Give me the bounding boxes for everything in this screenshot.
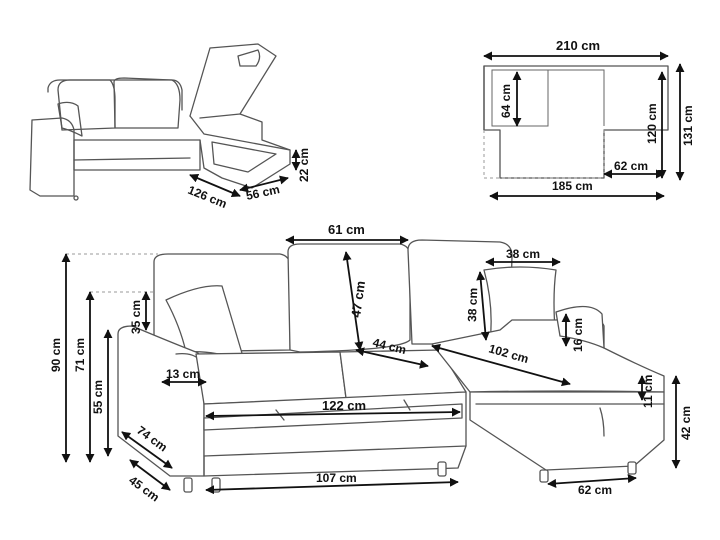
dim-side-depth: 45 cm: [126, 473, 162, 504]
small-left-arm: [29, 117, 75, 197]
dim-base-width: 107 cm: [316, 471, 357, 485]
small-bed-rail: [73, 157, 191, 161]
dim-chaise-height: 42 cm: [679, 406, 693, 440]
dim-line-back-cushion-height: [342, 251, 364, 351]
foot-4: [539, 469, 549, 483]
sofa-plinth: [203, 445, 467, 477]
small-chaise-arm: [239, 113, 291, 151]
dim-arm-width: 13 cm: [166, 367, 200, 381]
dim-line-seat-depth: [355, 347, 429, 369]
dim-chaise-base-width: 62 cm: [578, 483, 612, 497]
storage-open-view: [29, 43, 291, 201]
dim-sleeping-height: 55 cm: [91, 380, 105, 414]
dim-pillow-width: 38 cm: [506, 247, 540, 261]
main-sofa-view: [66, 239, 665, 493]
dim-line-pillow-height: [476, 271, 490, 341]
dim-top-chaise-width: 62 cm: [614, 159, 648, 173]
small-pillow: [57, 101, 83, 137]
dim-top-chaise-length: 120 cm: [645, 103, 659, 144]
dim-armrest-height: 71 cm: [73, 338, 87, 372]
dim-top-back-depth: 64 cm: [499, 84, 513, 118]
dim-storage-height: 11 cm: [641, 375, 655, 408]
foot-3: [437, 461, 447, 477]
plan-bed-extension: [483, 130, 604, 179]
dim-top-main-width: 185 cm: [552, 179, 593, 193]
small-chaise-base: [189, 115, 291, 189]
dim-line-small-depth: [189, 173, 241, 198]
dim-small-storage-height: 22 cm: [297, 148, 311, 182]
dim-line-bed-length: [205, 407, 461, 421]
plan-seat-1: [491, 69, 549, 127]
plan-seat-2: [548, 69, 605, 126]
dim-back-cushion-width: 61 cm: [328, 222, 365, 237]
small-seat-front: [73, 139, 201, 171]
dim-small-depth: 126 cm: [186, 183, 229, 211]
dim-line-chaise-base-width: [547, 474, 637, 488]
chaise-strap: [599, 407, 605, 437]
foot-1: [183, 477, 193, 493]
dim-back-cushion-height: 47 cm: [348, 280, 368, 319]
dim-armrest-over-seat: 16 cm: [571, 318, 585, 352]
small-dimensions: 126 cm 56 cm 22 cm: [186, 148, 311, 211]
small-lid-cushion: [237, 49, 261, 67]
dim-line-base-width: [205, 477, 459, 495]
small-back-cushion-left: [57, 79, 116, 131]
back-cushion-middle: [287, 243, 411, 353]
small-storage-well: [211, 141, 277, 173]
dim-top-total-width: 210 cm: [556, 38, 600, 53]
dim-pillow-height: 38 cm: [465, 288, 480, 322]
dim-line-side-depth: [129, 459, 171, 491]
small-back-cushion-right: [113, 77, 181, 129]
dim-line-chaise-length: [431, 343, 571, 387]
small-open-lid: [189, 43, 277, 119]
dim-total-height: 90 cm: [49, 338, 63, 372]
dim-small-chaise-width: 56 cm: [245, 182, 281, 203]
dim-top-total-depth: 131 cm: [681, 105, 695, 146]
top-plan-dimensions: 210 cm 64 cm 120 cm 131 cm 62 cm 185 cm: [483, 38, 695, 201]
small-foot: [73, 195, 79, 201]
foot-5: [627, 461, 637, 475]
small-backrest-top: [47, 79, 183, 111]
dim-backrest-above-arm: 35 cm: [129, 300, 143, 334]
seat-cushion-left: [195, 351, 347, 405]
dim-line-small-chaise-width: [239, 175, 289, 193]
dim-bed-length: 122 cm: [322, 398, 366, 413]
